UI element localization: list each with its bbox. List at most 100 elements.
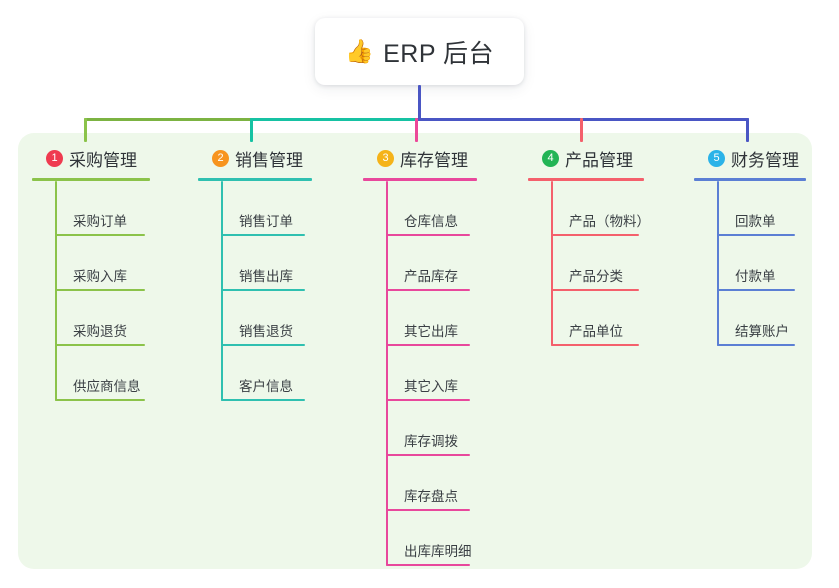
branch-item-label: 仓库信息 [404, 214, 458, 229]
thumbs-up-icon: 👍 [344, 38, 375, 64]
branch-item[interactable]: 其它出库 [386, 291, 477, 346]
branch-item[interactable]: 采购订单 [55, 181, 150, 236]
branch-item-underline [55, 289, 145, 291]
root-title-text: ERP 后台 [383, 39, 495, 68]
branch-stem-line [55, 181, 57, 401]
branch-item-label: 结算账户 [735, 324, 789, 339]
branch-item-underline [386, 509, 470, 511]
branch-number-badge: 1 [46, 149, 63, 167]
branch-column-2: 2 销售管理销售订单销售出库销售退货客户信息 [198, 146, 312, 401]
branch-item-label: 出库库明细 [404, 544, 472, 559]
branch-item[interactable]: 客户信息 [221, 346, 312, 401]
branch-item-label: 产品单位 [569, 324, 623, 339]
branch-item[interactable]: 库存盘点 [386, 456, 477, 511]
branch-item[interactable]: 采购退货 [55, 291, 150, 346]
branch-item-underline [221, 234, 305, 236]
branch-underline [694, 178, 806, 181]
branch-item-underline [55, 234, 145, 236]
branch-header-产品管理[interactable]: 4 产品管理 [528, 146, 644, 170]
branch-item-underline [386, 564, 470, 566]
branch-item-underline [717, 234, 795, 236]
branch-item[interactable]: 销售退货 [221, 291, 312, 346]
branch-item-label: 库存盘点 [404, 489, 458, 504]
branch-item-underline [386, 344, 470, 346]
branch-item[interactable]: 出库库明细 [386, 511, 477, 566]
branch-item-label: 采购退货 [73, 324, 127, 339]
branch-number-badge: 4 [542, 149, 559, 167]
branch-item-underline [221, 289, 305, 291]
branch-item[interactable]: 销售出库 [221, 236, 312, 291]
branch-column-4: 4 产品管理产品（物料） 产品分类产品单位 [528, 146, 650, 346]
branch-item-underline [717, 289, 795, 291]
branch-item-label: 付款单 [735, 269, 776, 284]
branch-item-list: 采购订单采购入库采购退货供应商信息 [55, 181, 150, 401]
branch-title: 销售管理 [235, 150, 303, 170]
branch-item-list: 仓库信息产品库存其它出库其它入库库存调拨库存盘点出库库明细 [386, 181, 477, 566]
branch-number-badge: 2 [212, 149, 229, 167]
branch-stem-line [551, 181, 553, 346]
branch-item-underline [221, 344, 305, 346]
branch-item-underline [386, 234, 470, 236]
branch-item[interactable]: 供应商信息 [55, 346, 150, 401]
branch-item-label: 产品分类 [569, 269, 623, 284]
branch-drop-line-5 [746, 118, 749, 142]
branch-header-销售管理[interactable]: 2 销售管理 [198, 146, 312, 170]
branch-item[interactable]: 付款单 [717, 236, 806, 291]
branch-item[interactable]: 仓库信息 [386, 181, 477, 236]
branch-item-label: 回款单 [735, 214, 776, 229]
branch-item-label: 产品库存 [404, 269, 458, 284]
branch-title: 财务管理 [731, 150, 799, 170]
branch-item[interactable]: 销售订单 [221, 181, 312, 236]
branch-item[interactable]: 其它入库 [386, 346, 477, 401]
branch-number-badge: 5 [708, 149, 725, 167]
branch-item[interactable]: 产品库存 [386, 236, 477, 291]
branch-drop-line-1 [84, 118, 87, 142]
branch-stem-line [386, 181, 388, 566]
root-stem-line [417, 85, 421, 121]
branch-item-underline [386, 454, 470, 456]
branch-item-label: 其它入库 [404, 379, 458, 394]
branch-title: 产品管理 [565, 150, 633, 170]
diagram-background-panel [18, 133, 812, 569]
branch-item[interactable]: 结算账户 [717, 291, 806, 346]
branch-drop-line-4 [580, 118, 583, 142]
branch-item-label: 库存调拨 [404, 434, 458, 449]
branch-item-list: 产品（物料） 产品分类产品单位 [551, 181, 650, 346]
branch-item[interactable]: 产品（物料） [551, 181, 650, 236]
branch-item-label: 供应商信息 [73, 379, 141, 394]
branch-item-list: 销售订单销售出库销售退货客户信息 [221, 181, 312, 401]
branch-item[interactable]: 库存调拨 [386, 401, 477, 456]
trunk-segment-left [84, 118, 253, 121]
branch-stem-line [221, 181, 223, 401]
branch-item-label: 客户信息 [239, 379, 293, 394]
branch-item-label: 销售出库 [239, 269, 293, 284]
branch-item[interactable]: 产品分类 [551, 236, 644, 291]
branch-underline [528, 178, 644, 181]
branch-drop-line-3 [415, 118, 418, 142]
branch-item-label: 销售退货 [239, 324, 293, 339]
branch-column-5: 5 财务管理回款单付款单结算账户 [694, 146, 806, 346]
branch-item-underline [386, 289, 470, 291]
branch-title: 库存管理 [400, 150, 468, 170]
branch-item-underline [55, 344, 145, 346]
branch-item-label: 采购订单 [73, 214, 127, 229]
branch-item-label: 产品（物料） [569, 214, 650, 229]
branch-item[interactable]: 采购入库 [55, 236, 150, 291]
branch-item-underline [551, 234, 639, 236]
branch-item[interactable]: 回款单 [717, 181, 806, 236]
branch-underline [32, 178, 150, 181]
branch-item-underline [55, 399, 145, 401]
root-node-title: 👍 ERP 后台 [345, 34, 494, 70]
branch-item[interactable]: 产品单位 [551, 291, 644, 346]
branch-drop-line-2 [250, 118, 253, 142]
branch-underline [363, 178, 477, 181]
branch-item-underline [386, 399, 470, 401]
branch-header-财务管理[interactable]: 5 财务管理 [694, 146, 806, 170]
root-node-card[interactable]: 👍 ERP 后台 [315, 18, 524, 85]
branch-item-underline [551, 344, 639, 346]
